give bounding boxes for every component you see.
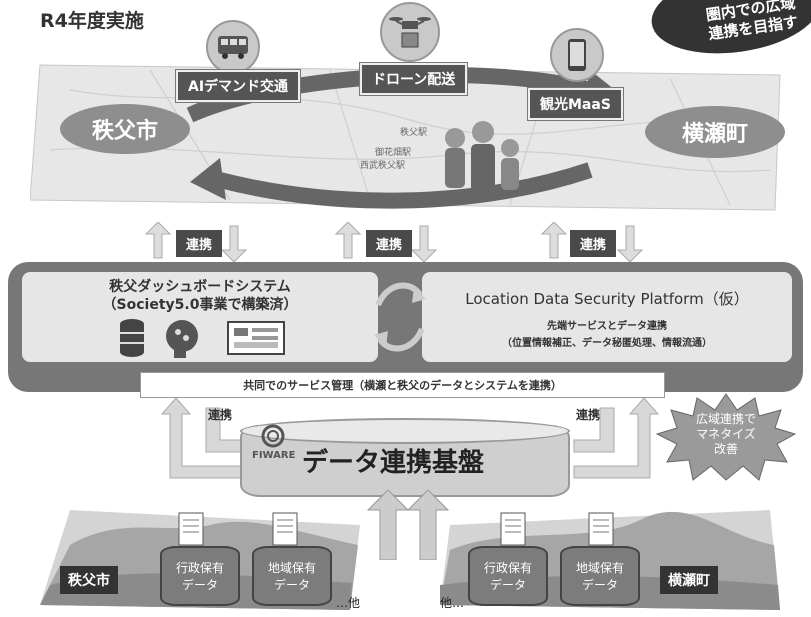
- fiscal-year-label: R4年度実施: [40, 10, 144, 32]
- data-platform-title: データ連携基盤: [302, 448, 485, 478]
- bus-icon: [206, 20, 260, 74]
- bottom-city-yokoze: 横瀬町: [660, 566, 718, 594]
- tank-label-7: 地域保有: [575, 561, 624, 575]
- dashboard-screen-icon: [227, 321, 285, 355]
- dashboard-system-box: 秩父ダッシュボードシステム （Society5.0事業で構築済）: [22, 272, 378, 362]
- document-icon: [588, 512, 614, 546]
- bottom-city-chichibu: 秩父市: [60, 566, 118, 594]
- dashboard-title: 秩父ダッシュボードシステム: [109, 279, 291, 295]
- map-station-2: 御花畑駅: [375, 146, 411, 158]
- fiware-logo-icon: [261, 424, 285, 448]
- tank-label-8: データ: [581, 578, 618, 592]
- drone-icon: [380, 2, 440, 62]
- document-icon: [272, 512, 298, 546]
- tank-label-2: データ: [181, 578, 218, 592]
- monetize-line-3: 改善: [713, 442, 738, 456]
- platform-sub-1: 先端サービスとデータ連携: [547, 321, 667, 332]
- link-label-3: 連携: [570, 230, 617, 257]
- link-arrows-1: [144, 222, 248, 262]
- admin-data-tank-left: 行政保有 データ: [160, 546, 240, 606]
- shared-service-management: 共同でのサービス管理（横瀬と秩父のデータとシステムを連携）: [140, 372, 665, 398]
- tank-label-1: 行政保有: [175, 561, 224, 575]
- tank-label-6: データ: [489, 578, 526, 592]
- dashboard-icons: [120, 319, 285, 358]
- local-data-tank-right: 地域保有 データ: [560, 546, 640, 606]
- tank-label-3: 地域保有: [267, 561, 316, 575]
- service-tourism-maas: 観光MaaS: [528, 88, 623, 120]
- admin-data-tank-right: 行政保有 データ: [468, 546, 548, 606]
- data-platform-cylinder-top: [240, 418, 570, 444]
- monetize-text: 広域連携で マネタイズ 改善: [672, 412, 780, 457]
- monetize-line-1: 広域連携で: [695, 412, 756, 426]
- service-ai-demand: AIデマンド交通: [176, 70, 301, 102]
- local-data-tank-left: 地域保有 データ: [252, 546, 332, 606]
- database-icon: [120, 319, 144, 357]
- link-label-4: 連携: [208, 408, 233, 422]
- link-arrows-3: [540, 222, 644, 262]
- ai-head-icon: [166, 320, 198, 358]
- tourist-family-icon: [445, 121, 519, 192]
- tank-label-4: データ: [273, 578, 310, 592]
- other-data-right: 他…: [440, 596, 465, 610]
- other-data-left: …他: [336, 596, 361, 610]
- monetize-line-2: マネタイズ: [696, 427, 756, 441]
- link-arrows-2: [334, 222, 438, 262]
- smartphone-icon: [550, 28, 604, 82]
- link-label-5: 連携: [576, 408, 601, 422]
- document-icon: [178, 512, 204, 546]
- dashboard-subtitle: （Society5.0事業で構築済）: [102, 297, 298, 313]
- link-label-1: 連携: [176, 230, 223, 257]
- platform-title: Location Data Security Platform（仮）: [465, 290, 749, 308]
- upload-arrows: [366, 490, 450, 560]
- service-drone-delivery: ドローン配送: [360, 63, 468, 95]
- monetize-starburst: [655, 393, 797, 481]
- link-label-2: 連携: [366, 230, 413, 257]
- city-chichibu: 秩父市: [60, 104, 190, 154]
- exchange-arrows-icon: [374, 282, 426, 352]
- city-yokoze: 横瀬町: [645, 106, 785, 158]
- map-station-3: 西武秩父駅: [360, 159, 405, 171]
- map-station-1: 秩父駅: [400, 127, 427, 138]
- security-platform-box: Location Data Security Platform（仮） 先端サービ…: [422, 272, 792, 362]
- fiware-logo: FIWARE: [252, 450, 296, 461]
- platform-sub-2: （位置情報補正、データ秘匿処理、情報流通）: [502, 338, 712, 349]
- tank-label-5: 行政保有: [483, 561, 532, 575]
- document-icon: [500, 512, 526, 546]
- link-arrows-right-lower: [573, 398, 660, 479]
